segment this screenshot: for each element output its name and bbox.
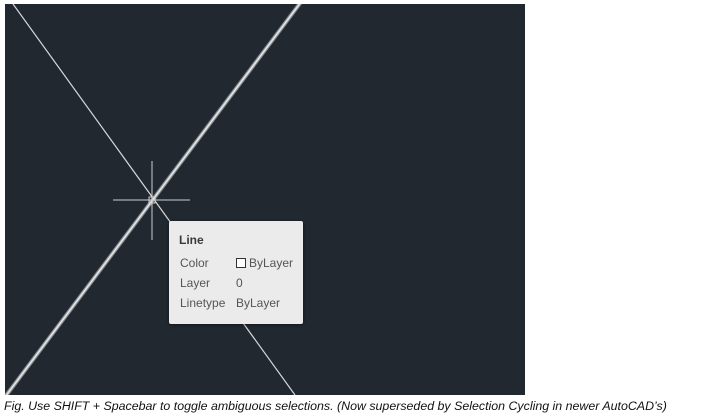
tooltip-title: Line — [179, 233, 204, 247]
drawing-area[interactable] — [5, 4, 525, 395]
figure-caption: Fig. Use SHIFT + Spacebar to toggle ambi… — [4, 399, 667, 413]
tooltip-label-layer: Layer — [180, 276, 211, 290]
tooltip-value-color-text: ByLayer — [249, 256, 294, 270]
tooltip-label-color: Color — [180, 256, 209, 270]
color-swatch-icon — [236, 258, 246, 268]
tooltip-row-layer: Layer 0 — [180, 276, 300, 292]
drawing-viewport[interactable]: Line Color ByLayer Layer 0 Linetype ByLa… — [5, 4, 525, 395]
tooltip-value-color: ByLayer — [236, 256, 293, 270]
tooltip-row-color: Color ByLayer — [180, 256, 300, 272]
rollover-tooltip: Line Color ByLayer Layer 0 Linetype ByLa… — [169, 221, 303, 324]
tooltip-value-layer: 0 — [236, 276, 243, 290]
tooltip-row-linetype: Linetype ByLayer — [180, 296, 300, 312]
tooltip-label-linetype: Linetype — [180, 296, 226, 310]
crosshair-cursor — [113, 161, 190, 240]
tooltip-value-linetype: ByLayer — [236, 296, 281, 310]
